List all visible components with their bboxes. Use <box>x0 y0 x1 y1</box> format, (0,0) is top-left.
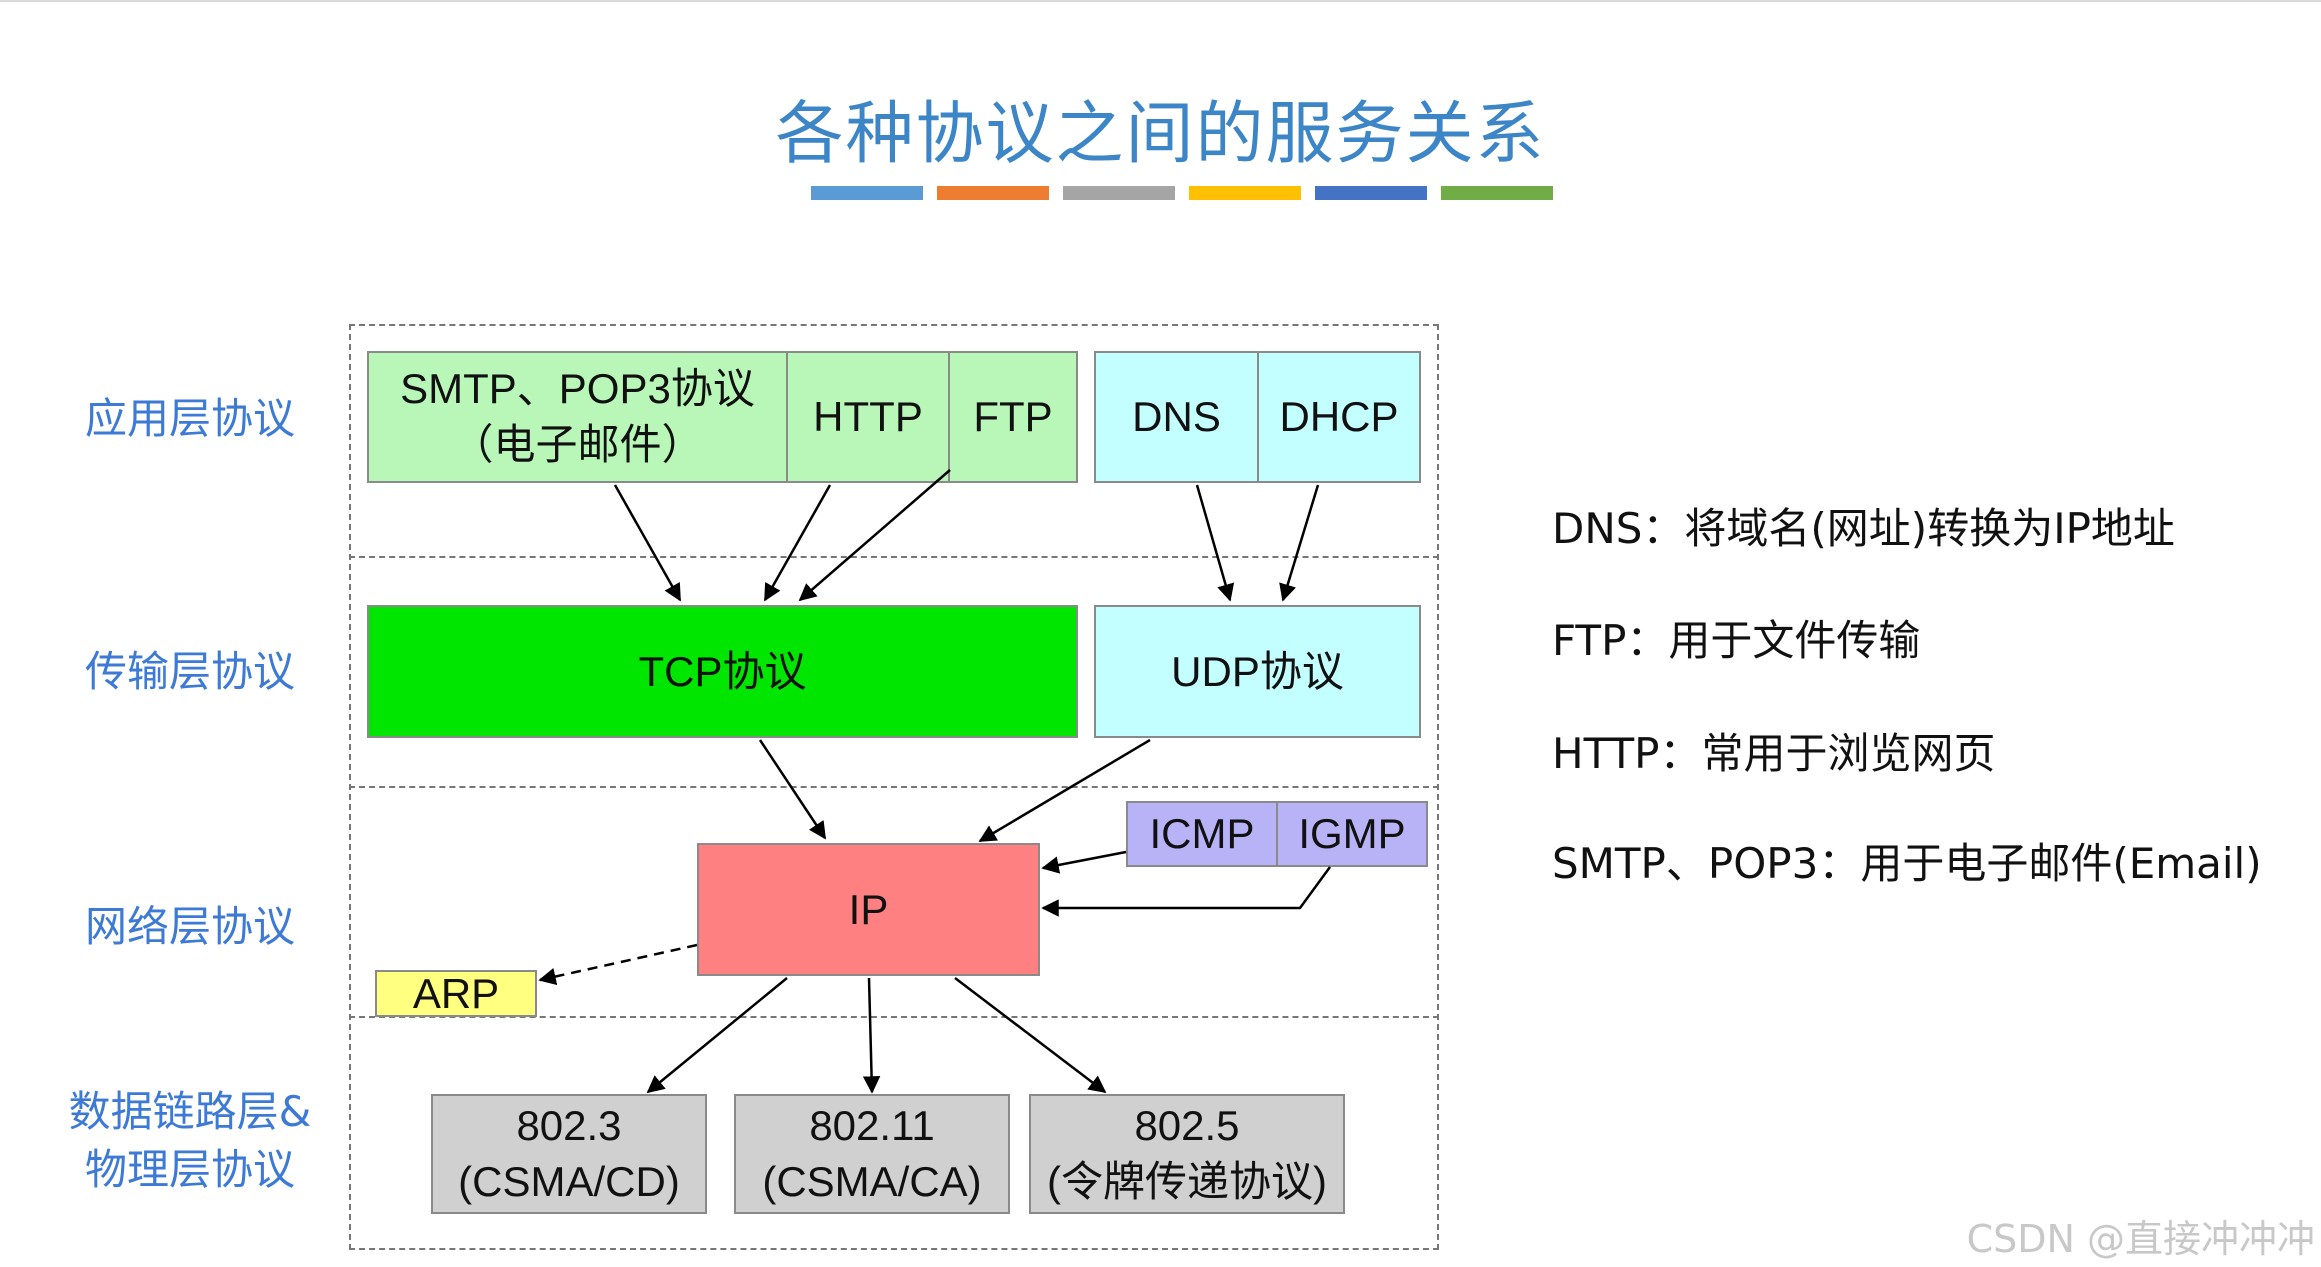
layer-label-network: 网络层协议 <box>84 902 295 951</box>
ieee-802-3-label: 802.3 <box>516 1102 622 1149</box>
token-passing-label: (令牌传递协议) <box>1047 1158 1327 1205</box>
note-ftp: FTP：用于文件传输 <box>1552 616 1921 665</box>
slide-title: 各种协议之间的服务关系 <box>775 95 1546 174</box>
smtp-pop3-label: SMTP、POP3协议 <box>400 365 755 412</box>
arrow-icmp-to-ip <box>1041 850 1127 874</box>
arrow-http-to-tcp <box>763 484 832 602</box>
arrow-udp-to-ip <box>978 738 1151 843</box>
title-underline-orange <box>937 186 1049 200</box>
ieee-802-3-box: 802.3 (CSMA/CD) <box>431 1094 707 1214</box>
arrow-ip-to-802-5 <box>954 977 1107 1094</box>
layer-label-application: 应用层协议 <box>84 394 295 443</box>
arrow-ip-to-802-3 <box>646 977 788 1094</box>
top-border-line <box>0 0 2321 2</box>
note-http: HTTP：常用于浏览网页 <box>1552 729 1996 778</box>
arrow-smtp-to-tcp <box>613 484 682 602</box>
layer-label-transport: 传输层协议 <box>84 647 295 696</box>
icmp-box: ICMP <box>1126 801 1278 867</box>
icmp-label: ICMP <box>1149 810 1255 857</box>
http-box: HTTP <box>786 351 950 483</box>
arp-box: ARP <box>375 970 537 1017</box>
arrow-dns-to-udp <box>1195 484 1235 602</box>
dns-label: DNS <box>1132 393 1221 440</box>
udp-label: UDP协议 <box>1171 647 1344 695</box>
note-smtp-pop3: SMTP、POP3：用于电子邮件(Email) <box>1552 839 2262 888</box>
ip-box: IP <box>697 843 1040 976</box>
igmp-box: IGMP <box>1276 801 1428 867</box>
title-underline-yellow <box>1189 186 1301 200</box>
ieee-802-11-label: 802.11 <box>809 1102 935 1149</box>
arrow-ip-to-arp <box>538 943 698 986</box>
ieee-802-5-box: 802.5 (令牌传递协议) <box>1029 1094 1345 1214</box>
http-label: HTTP <box>813 393 923 440</box>
dhcp-label: DHCP <box>1279 393 1399 440</box>
layer-divider-3 <box>349 1016 1439 1018</box>
ftp-label: FTP <box>973 393 1053 440</box>
title-underline-green <box>1441 186 1553 200</box>
email-label: （电子邮件） <box>451 421 704 468</box>
igmp-label: IGMP <box>1298 810 1406 857</box>
ieee-802-11-box: 802.11 (CSMA/CA) <box>734 1094 1010 1214</box>
tcp-box: TCP协议 <box>367 605 1078 738</box>
dns-box: DNS <box>1094 351 1259 483</box>
tcp-label: TCP协议 <box>638 647 807 695</box>
layer-divider-1 <box>349 556 1439 558</box>
arrow-tcp-to-ip <box>758 739 827 840</box>
title-underline-darkblue <box>1315 186 1427 200</box>
note-dns: DNS：将域名(网址)转换为IP地址 <box>1552 504 2175 553</box>
title-underline-blue <box>811 186 923 200</box>
arrow-igmp-to-ip <box>1041 866 1332 917</box>
layer-divider-2 <box>349 786 1439 788</box>
udp-box: UDP协议 <box>1094 605 1421 738</box>
arrow-ip-to-802-11 <box>862 977 881 1094</box>
layer-label-line1: 数据链路层& <box>68 1087 312 1136</box>
csma-cd-label: (CSMA/CD) <box>458 1158 680 1205</box>
ip-label: IP <box>848 885 889 933</box>
ieee-802-5-label: 802.5 <box>1134 1102 1240 1149</box>
arrow-dhcp-to-udp <box>1279 484 1320 602</box>
arrow-ftp-to-tcp <box>798 469 951 602</box>
smtp-pop3-box: SMTP、POP3协议 （电子邮件） <box>367 351 788 483</box>
layer-label-line2: 物理层协议 <box>84 1145 295 1194</box>
layer-label-datalink-physical: 数据链路层& 物理层协议 <box>30 1083 350 1199</box>
arp-label: ARP <box>412 969 500 1017</box>
ftp-box: FTP <box>948 351 1078 483</box>
dhcp-box: DHCP <box>1257 351 1421 483</box>
csdn-credit: CSDN @直接冲冲冲 <box>1966 1217 2315 1261</box>
csma-ca-label: (CSMA/CA) <box>762 1158 982 1205</box>
title-underline-gray <box>1063 186 1175 200</box>
